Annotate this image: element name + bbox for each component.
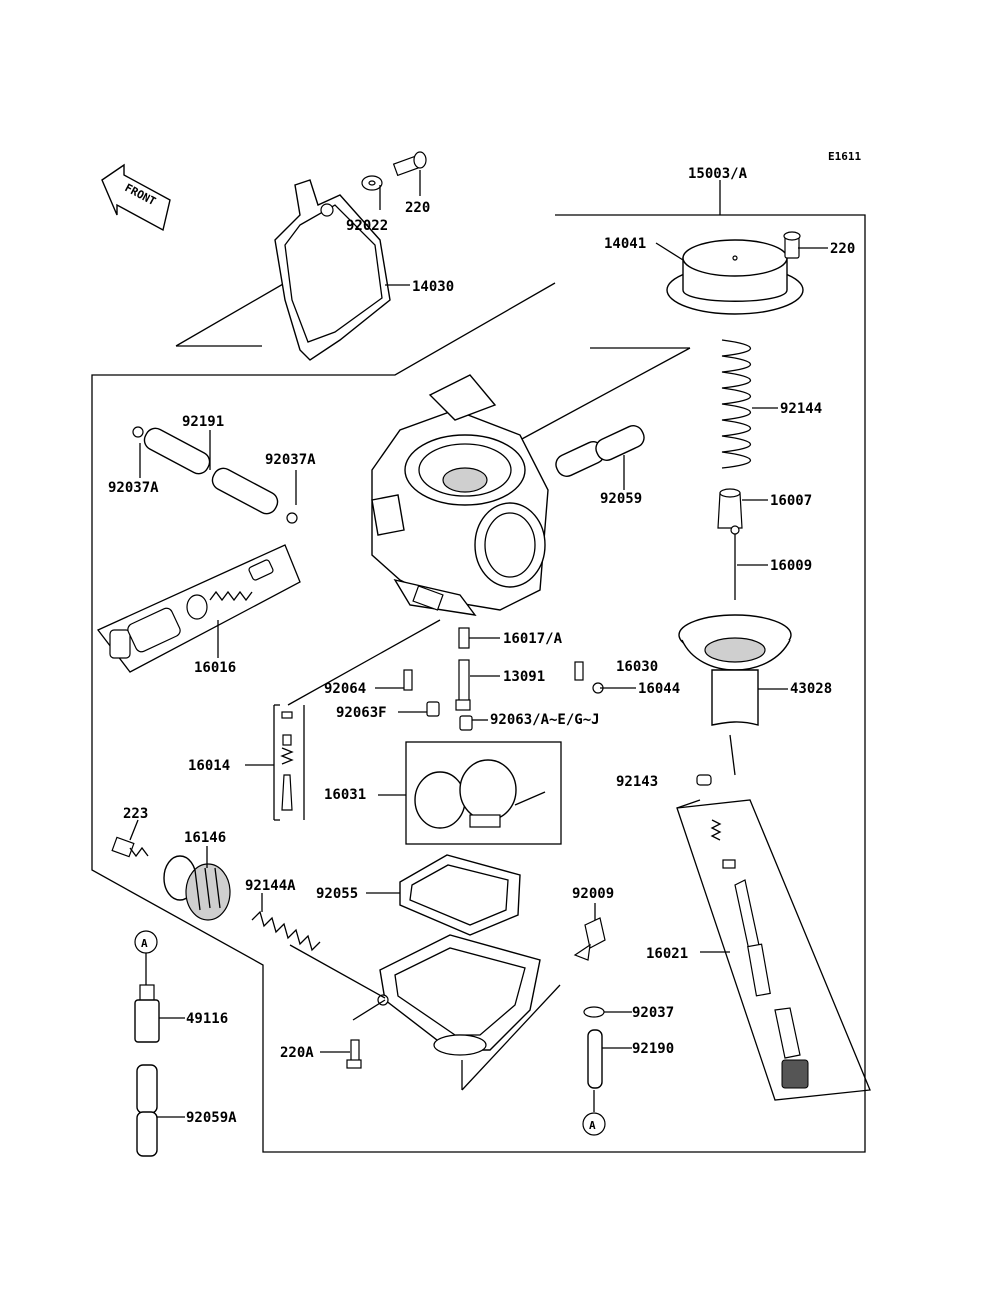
screw-part [392, 151, 427, 177]
part-label-92037a-left: 92037A [108, 480, 159, 496]
hose-part-92059A [136, 1064, 158, 1157]
hose-part-92191 [132, 426, 298, 524]
part-label-92144a: 92144A [245, 878, 296, 894]
part-label-92059a: 92059A [186, 1110, 237, 1126]
part-label-92055: 92055 [316, 886, 358, 902]
part-label-16021: 16021 [646, 946, 688, 962]
spring-part-92144A [251, 910, 321, 952]
float-valve-part [273, 704, 305, 821]
washer-part [361, 175, 383, 191]
part-label-92143: 92143 [616, 774, 658, 790]
part-label-14041: 14041 [604, 236, 646, 252]
part-label-16007: 16007 [770, 493, 812, 509]
front-arrow-icon: FRONT [101, 163, 171, 232]
part-label-16017a: 16017/A [503, 631, 563, 647]
part-label-92063a-j: 92063/A~E/G~J [490, 712, 600, 728]
needle-holder-part [717, 488, 743, 529]
part-label-223: 223 [123, 806, 148, 822]
jet-parts [403, 627, 604, 731]
clamp-part-92037 [583, 1006, 605, 1018]
part-label-15003a: 15003/A [688, 166, 748, 182]
hose-part-92059 [555, 425, 645, 477]
ref-marker-a-bottom: A [582, 1112, 606, 1136]
part-label-92009: 92009 [572, 886, 614, 902]
carburetor-cap-part [666, 239, 804, 315]
gasket-part [399, 854, 521, 936]
part-label-16014: 16014 [188, 758, 230, 774]
part-label-220-top: 220 [405, 200, 430, 216]
diagram-code: E1611 [828, 150, 861, 163]
cap-screw-part [783, 231, 801, 259]
leader-lines [129, 170, 828, 1118]
part-label-16030: 16030 [616, 659, 658, 675]
part-label-92190: 92190 [632, 1041, 674, 1057]
carburetor-body [371, 374, 549, 616]
part-label-49116: 49116 [186, 1011, 228, 1027]
part-label-13091: 13091 [503, 669, 545, 685]
spring-part [721, 339, 752, 469]
part-label-16016: 16016 [194, 660, 236, 676]
screw-part-223 [111, 836, 149, 858]
drain-valve-part [573, 917, 606, 961]
part-label-16009: 16009 [770, 558, 812, 574]
part-label-14030: 14030 [412, 279, 454, 295]
part-label-16044: 16044 [638, 681, 680, 697]
hose-part-92190 [587, 1029, 603, 1089]
part-label-220-cap: 220 [830, 241, 855, 257]
part-label-92144: 92144 [780, 401, 822, 417]
diaphragm-part [678, 614, 792, 726]
ref-marker-a-top: A [134, 930, 158, 954]
carburetor-cover-part [274, 179, 391, 361]
part-label-16146: 16146 [184, 830, 226, 846]
part-label-92064: 92064 [324, 681, 366, 697]
jet-needle-part [730, 525, 740, 600]
part-label-220a: 220A [280, 1045, 314, 1061]
pilot-screw-assembly-part [96, 544, 301, 673]
float-bowl-part [377, 934, 541, 1056]
ref-marker-a-bottom-label: A [589, 1119, 596, 1132]
assembly-boundary [91, 180, 866, 1153]
fitting-part-49116 [134, 984, 160, 1043]
bowl-bracket-line [461, 984, 561, 1091]
cover-bracket-lines [175, 279, 291, 347]
part-label-16031: 16031 [324, 787, 366, 803]
choke-plunger-part [163, 855, 231, 921]
part-label-43028: 43028 [790, 681, 832, 697]
part-label-92037a-right: 92037A [265, 452, 316, 468]
throttle-stop-screw-part [676, 774, 871, 1101]
ref-marker-a-top-label: A [141, 937, 148, 950]
float-part [405, 741, 562, 845]
part-label-92063f: 92063F [336, 705, 387, 721]
drain-screw-part [346, 1039, 362, 1069]
part-label-92037: 92037 [632, 1005, 674, 1021]
part-label-92191: 92191 [182, 414, 224, 430]
part-label-92022: 92022 [346, 218, 388, 234]
part-label-92059: 92059 [600, 491, 642, 507]
